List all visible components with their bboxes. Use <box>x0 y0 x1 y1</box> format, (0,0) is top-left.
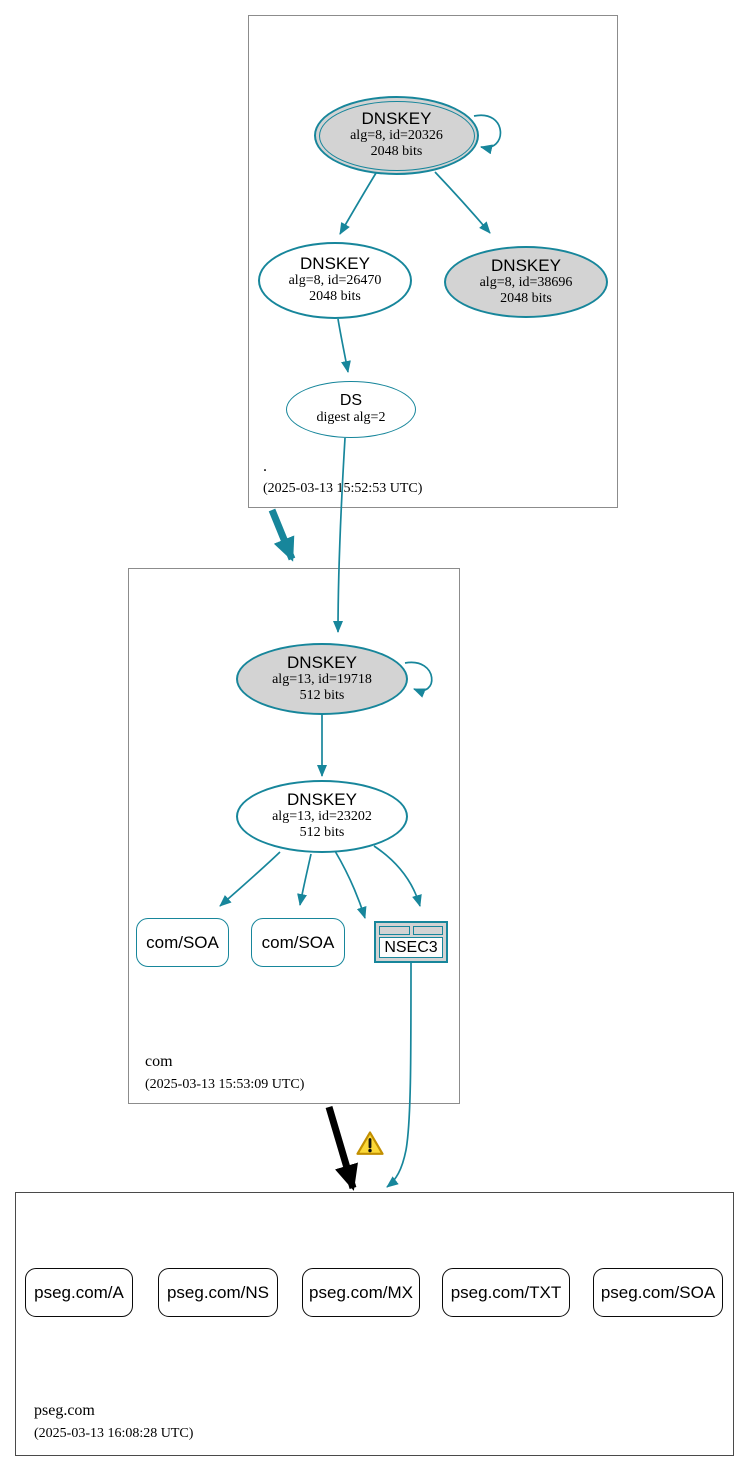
zone-timestamp-pseg-com: (2025-03-13 16:08:28 UTC) <box>34 1426 194 1441</box>
edge-root-ksk-to-zsk <box>339 172 377 235</box>
dnskey-node-38696[interactable]: DNSKEY alg=8, id=38696 2048 bits <box>444 246 608 318</box>
zone-name-com: com <box>145 1053 173 1070</box>
rrset-pseg-com-ns-label: pseg.com/NS <box>166 1282 270 1302</box>
rrset-pseg-com-a-label: pseg.com/A <box>34 1282 124 1302</box>
rrset-node-com-soa-2[interactable]: com/SOA <box>251 918 345 967</box>
dnskey-19718-detail: alg=13, id=19718 <box>272 671 372 687</box>
dnskey-19718-size: 512 bits <box>299 687 345 703</box>
rrset-pseg-com-soa-label: pseg.com/SOA <box>600 1282 716 1302</box>
dnskey-23202-title: DNSKEY <box>287 790 357 810</box>
rrset-com-soa-1-label: com/SOA <box>146 932 219 952</box>
edge-com-zsk-to-nsec3-left <box>334 850 367 919</box>
rrset-node-pseg-com-a[interactable]: pseg.com/A <box>25 1268 133 1317</box>
dnskey-23202-size: 512 bits <box>299 825 345 841</box>
edge-root-ksk-to-key38696 <box>434 171 491 234</box>
edge-com-zsk-to-nsec3-top <box>373 845 422 907</box>
nsec3-cell-right <box>412 926 443 935</box>
dnskey-38696-detail: alg=8, id=38696 <box>479 274 573 290</box>
zone-box-com: com (2025-03-13 15:53:09 UTC) <box>128 568 460 1104</box>
dnskey-node-19718[interactable]: DNSKEY alg=13, id=19718 512 bits <box>236 643 408 715</box>
dnskey-23202-detail: alg=13, id=23202 <box>272 809 372 825</box>
warning-icon[interactable] <box>356 1130 384 1157</box>
zone-name-root: . <box>263 458 267 475</box>
rrset-pseg-com-mx-label: pseg.com/MX <box>309 1282 413 1302</box>
dnskey-node-23202[interactable]: DNSKEY alg=13, id=23202 512 bits <box>236 780 408 853</box>
zone-timestamp-com: (2025-03-13 15:53:09 UTC) <box>145 1077 305 1092</box>
edge-com-zsk-to-soa1 <box>219 851 281 907</box>
dnskey-38696-title: DNSKEY <box>491 255 561 275</box>
dnskey-20326-detail: alg=8, id=20326 <box>350 128 443 144</box>
dnskey-node-26470[interactable]: DNSKEY alg=8, id=26470 2048 bits <box>258 242 412 319</box>
zone-box-pseg-com: pseg.com (2025-03-13 16:08:28 UTC) <box>15 1192 734 1456</box>
dnskey-26470-detail: alg=8, id=26470 <box>288 273 382 289</box>
edge-com-zsk-to-soa2 <box>297 853 312 906</box>
dnskey-26470-title: DNSKEY <box>300 254 370 274</box>
rrset-com-soa-2-label: com/SOA <box>261 932 335 952</box>
nsec3-top-cells <box>379 926 443 935</box>
ds-detail: digest alg=2 <box>316 409 386 425</box>
nsec3-node[interactable]: NSEC3 <box>374 921 448 963</box>
nsec3-cell-left <box>379 926 410 935</box>
dnskey-26470-size: 2048 bits <box>309 289 361 305</box>
edge-secure-delegation-root-to-com <box>268 508 296 562</box>
dnskey-node-20326[interactable]: DNSKEY alg=8, id=20326 2048 bits <box>314 96 479 175</box>
rrset-node-com-soa-1[interactable]: com/SOA <box>136 918 229 967</box>
zone-name-pseg-com: pseg.com <box>34 1402 95 1419</box>
nsec3-label: NSEC3 <box>379 937 443 958</box>
edge-nsec3-to-pseg-zone <box>386 962 412 1188</box>
dnskey-20326-size: 2048 bits <box>370 144 423 160</box>
rrset-node-pseg-com-soa[interactable]: pseg.com/SOA <box>593 1268 723 1317</box>
dnskey-20326-title: DNSKEY <box>361 109 432 129</box>
dnskey-19718-title: DNSKEY <box>287 652 357 672</box>
rrset-pseg-com-txt-label: pseg.com/TXT <box>450 1282 562 1302</box>
edge-com-ksk-selfloop <box>404 661 433 698</box>
edge-insecure-delegation-com-to-pseg <box>325 1106 358 1191</box>
rrset-node-pseg-com-txt[interactable]: pseg.com/TXT <box>442 1268 570 1317</box>
dnskey-38696-size: 2048 bits <box>500 290 552 306</box>
edge-root-zsk-to-ds <box>337 318 351 373</box>
edge-root-ksk-selfloop <box>473 114 502 155</box>
rrset-node-pseg-com-mx[interactable]: pseg.com/MX <box>302 1268 420 1317</box>
ds-title: DS <box>339 392 363 410</box>
ds-node-com[interactable]: DS digest alg=2 <box>286 381 416 438</box>
rrset-node-pseg-com-ns[interactable]: pseg.com/NS <box>158 1268 278 1317</box>
edge-ds-to-com-ksk <box>333 437 346 633</box>
